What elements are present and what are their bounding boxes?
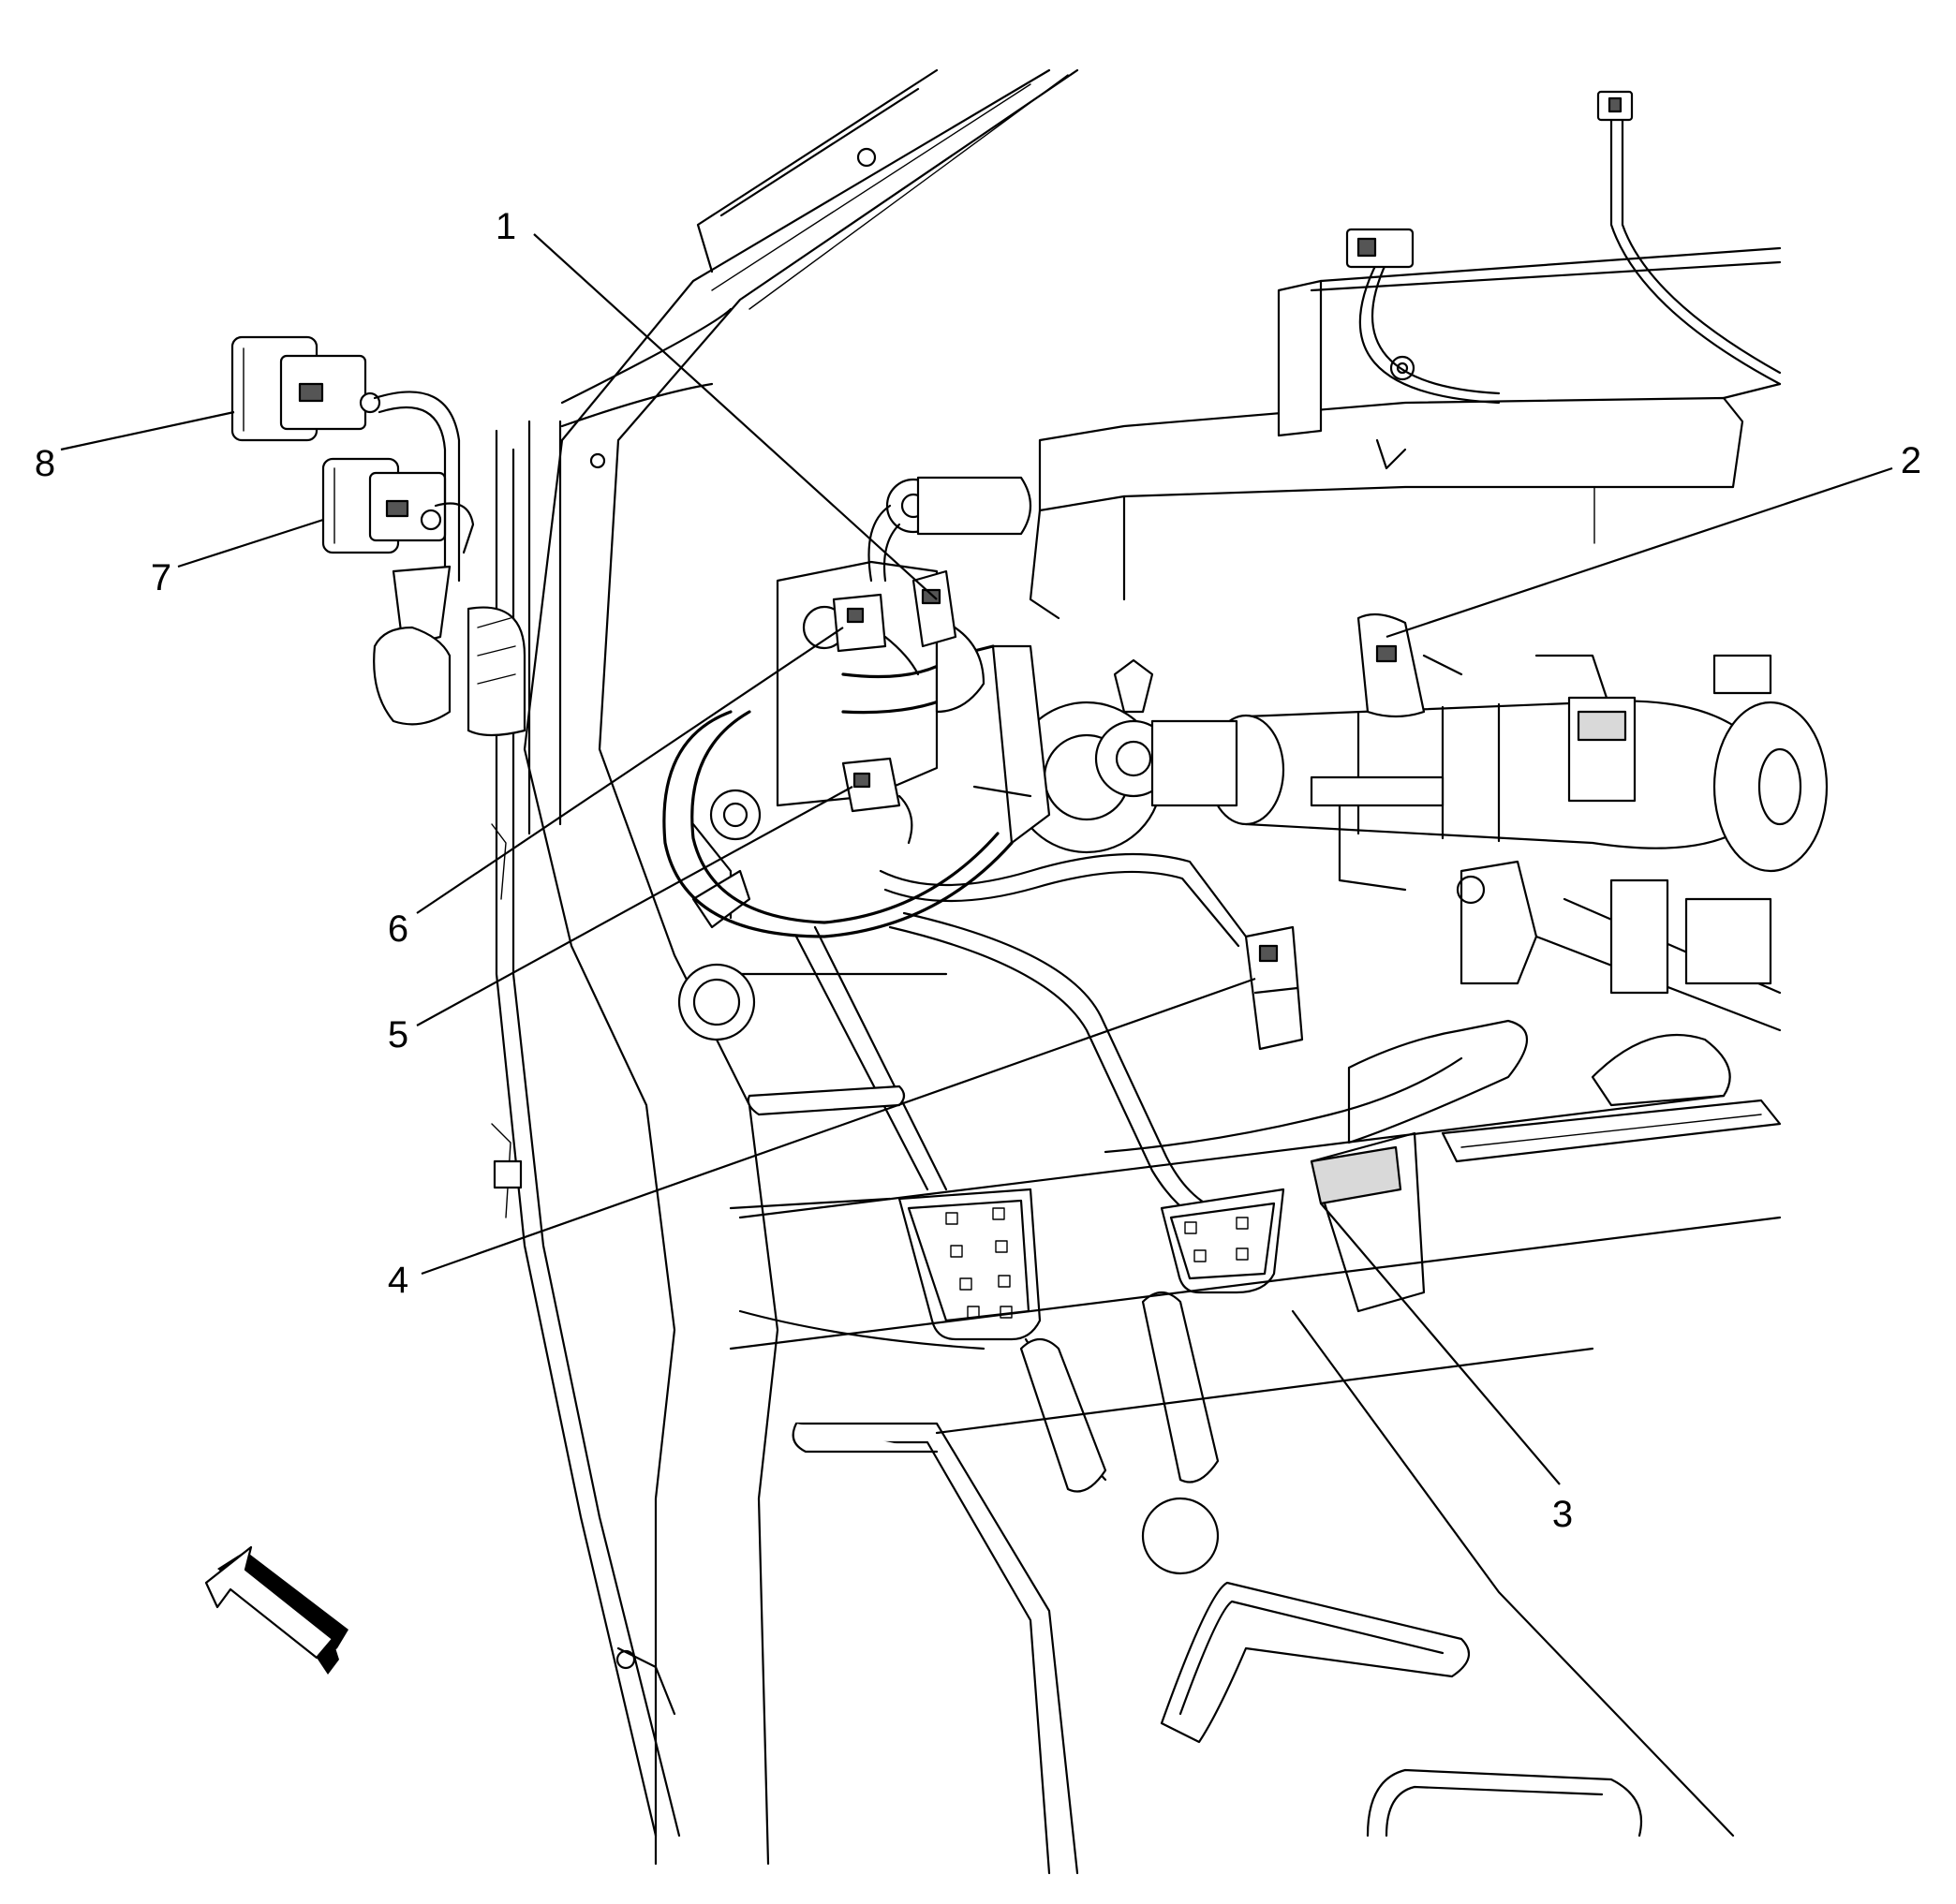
callout-3: 3 [1552,1494,1573,1535]
leader-2 [1386,466,1893,639]
leader-5 [416,786,853,1026]
leader-7 [177,518,324,568]
connector-8 [230,335,381,442]
callout-7: 7 [151,557,171,598]
door-panel-edge [491,429,681,1838]
steering-column [1207,654,1829,873]
callout-5: 5 [388,1014,408,1055]
callout-1: 1 [496,206,516,247]
a-pillar [523,68,1079,1866]
leader-1 [533,233,938,600]
connector-2 [1356,613,1463,718]
upper-harness [1345,90,1782,405]
callout-8: 8 [35,443,55,484]
floor-pan [677,963,1782,1875]
column-bracket [1310,775,1782,1107]
leader-6 [416,627,844,914]
leader-lines [60,233,1893,1485]
pedal-support [691,476,1238,929]
callout-6: 6 [388,908,408,950]
connector-harness-7-8 [373,391,526,737]
connector-7 [321,457,447,554]
callouts: 1 2 3 4 5 6 7 8 [35,206,1921,1535]
connector-5 [841,757,913,845]
connector-4 [1244,925,1304,1051]
leader-8 [60,410,235,451]
pedal-assembly [794,925,1782,1493]
leader-3 [1320,1203,1561,1485]
connector-1 [911,569,957,648]
callout-2: 2 [1901,440,1921,481]
connector-6 [832,593,920,676]
cross-car-beam [1029,246,1782,620]
leader-4 [421,977,1256,1276]
view-direction-arrow-icon [204,1545,348,1675]
callout-4: 4 [388,1260,408,1301]
